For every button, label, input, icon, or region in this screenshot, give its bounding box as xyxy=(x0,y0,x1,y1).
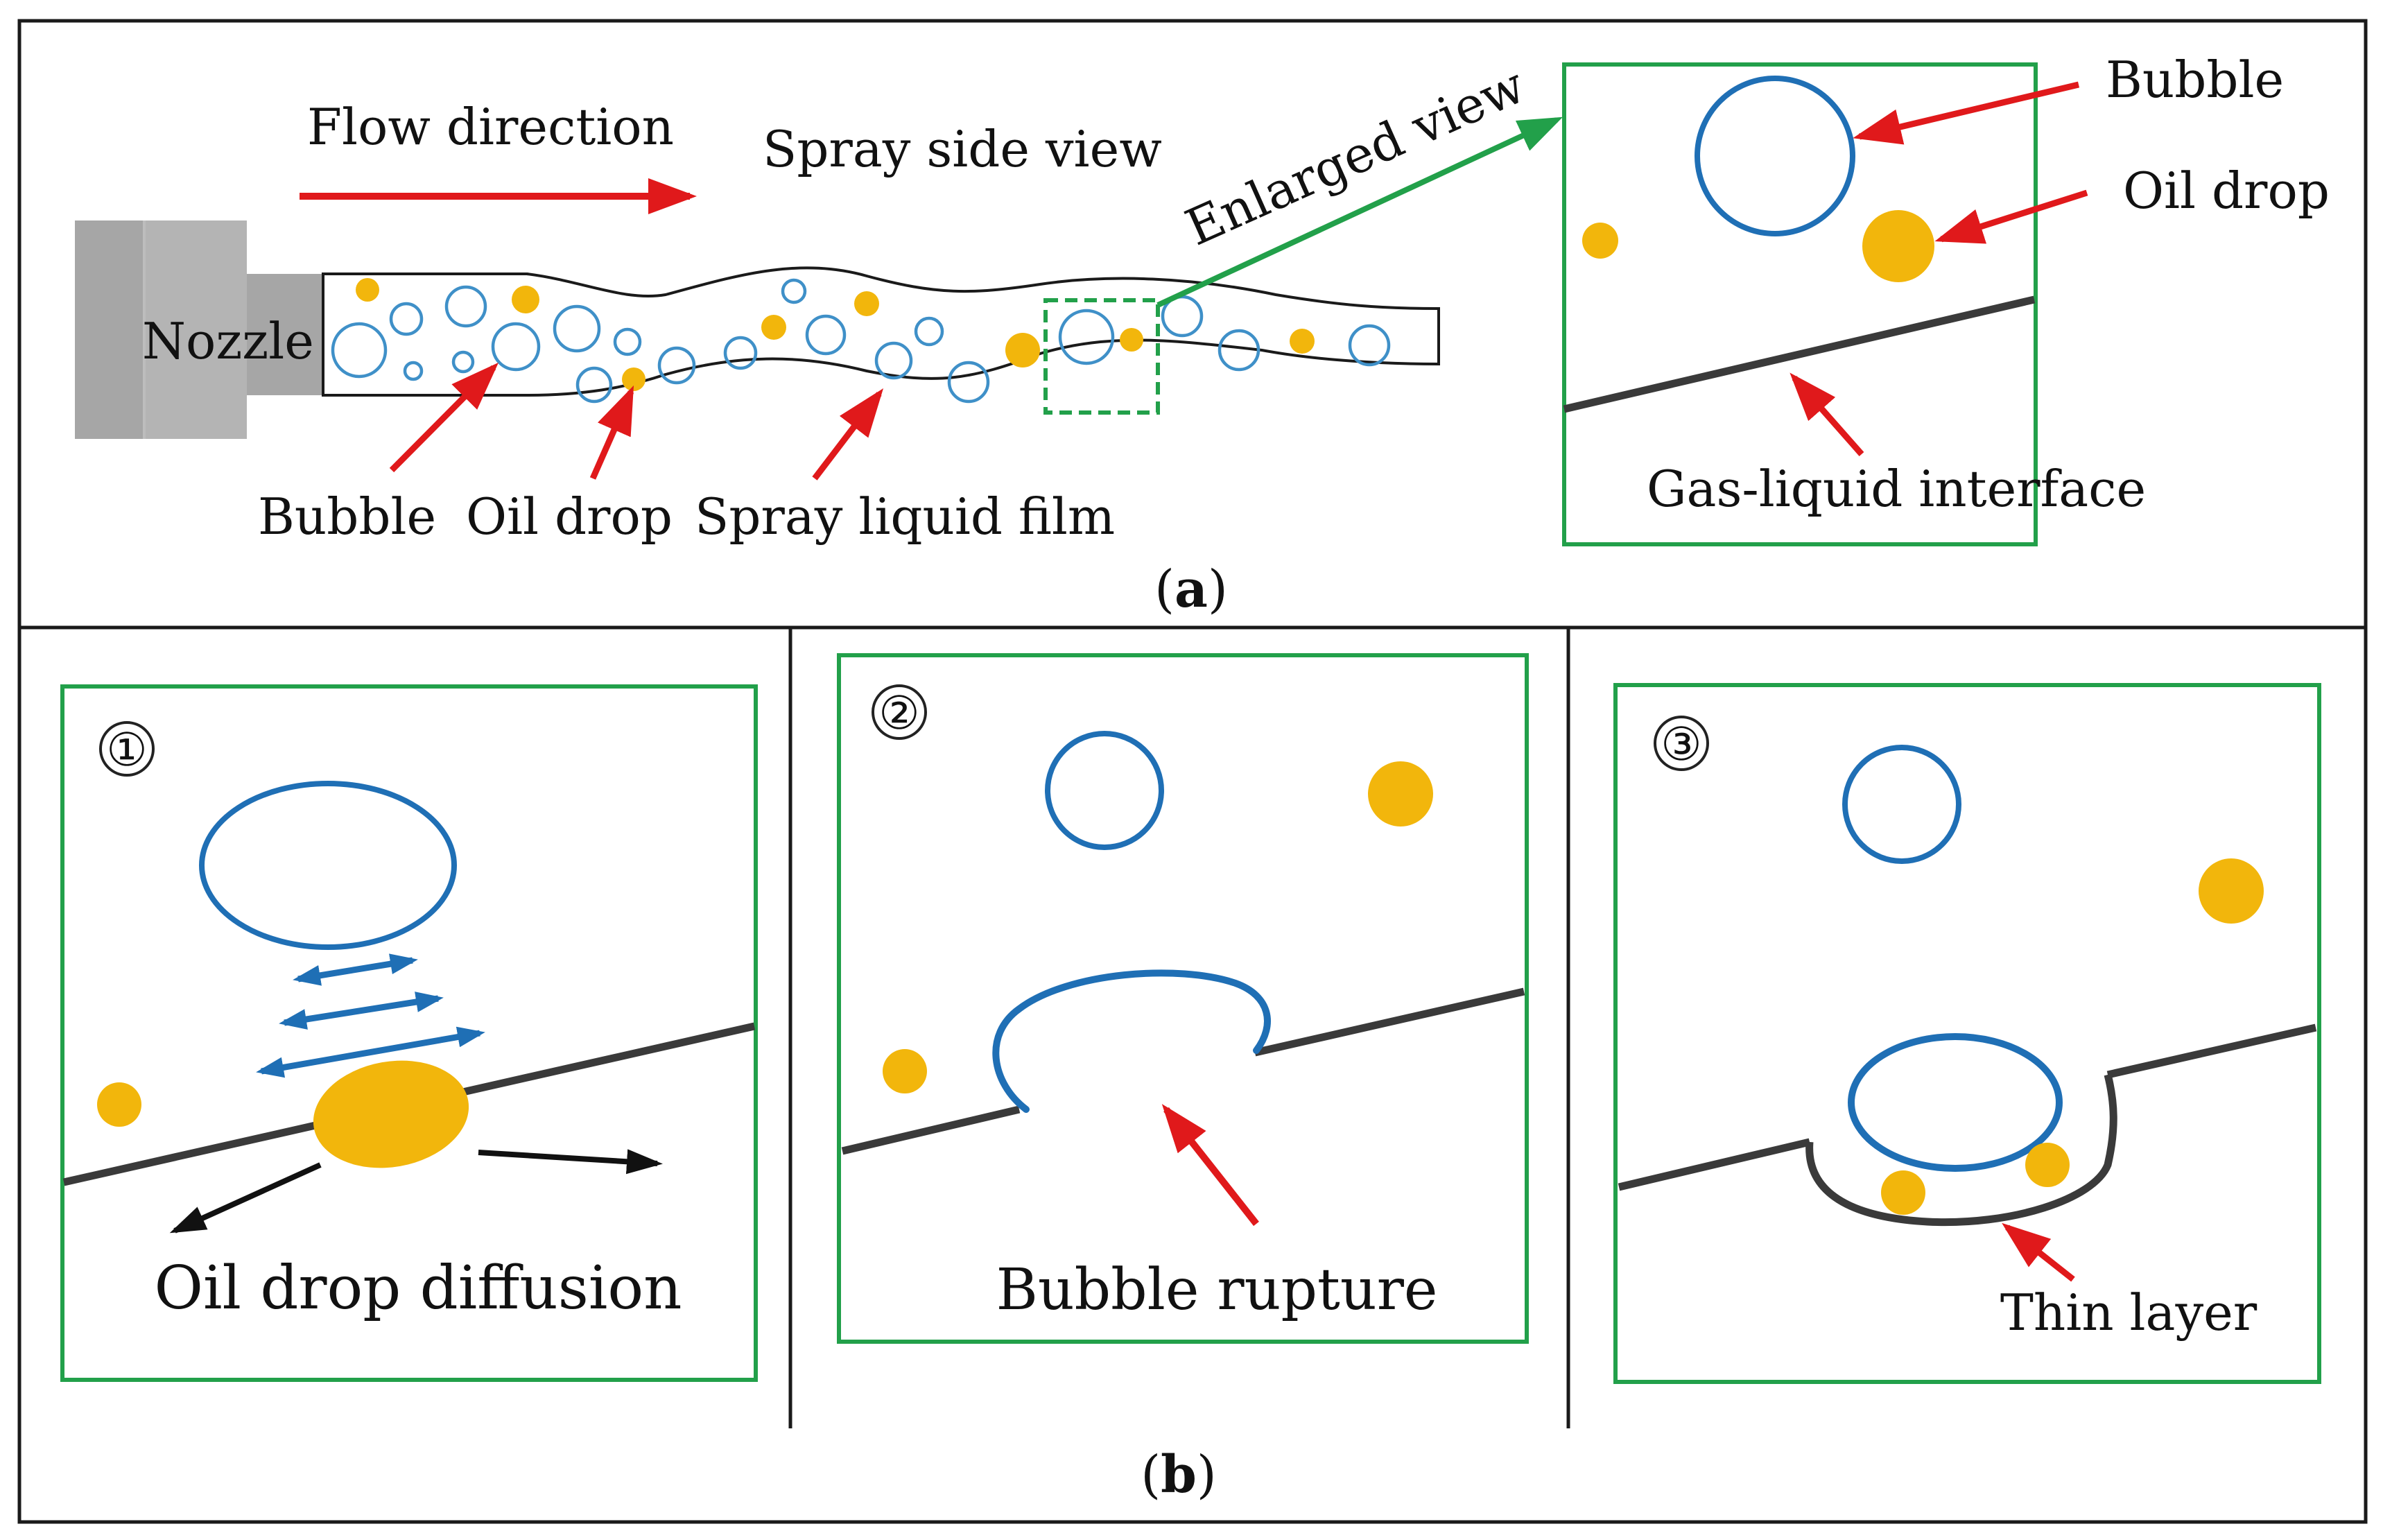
film-bubble xyxy=(914,316,944,347)
spray-liquid-film-label: Spray liquid film xyxy=(695,487,1115,546)
gas-liquid-interface-line xyxy=(1563,295,2036,413)
flow-direction-label: Flow direction xyxy=(307,98,674,156)
film-bubble xyxy=(613,327,642,356)
film-bubble xyxy=(491,322,541,372)
step-3-thin-layer-pointer-arrow xyxy=(2002,1222,2075,1282)
panel-a: Flow direction Spray side view Enlarged … xyxy=(75,51,2330,619)
film-oil-drop xyxy=(761,315,786,340)
panel-b-caption: (b) xyxy=(1141,1445,1217,1505)
film-bubble xyxy=(1218,329,1260,372)
step-1-double-arrows xyxy=(256,953,485,1078)
enlarged-oil-drop-pointer-arrow xyxy=(1934,189,2088,244)
step-2-rupture-pointer-arrow xyxy=(1161,1104,1259,1227)
enlarged-small-oil-drop xyxy=(1582,223,1618,259)
film-bubble xyxy=(444,285,487,328)
step-3-label: Thin layer xyxy=(2000,1283,2258,1342)
outer-frame xyxy=(17,19,2368,1524)
step-2-interface-right xyxy=(1254,987,1525,1057)
step-3-trapped-bubble xyxy=(1848,1033,2063,1172)
film-bubble xyxy=(657,346,696,385)
bubble-label: Bubble xyxy=(258,487,436,546)
step-3-oil-drop-right xyxy=(2025,1143,2070,1187)
nozzle-label: Nozzle xyxy=(142,312,314,370)
enlargement-selection-box xyxy=(1043,298,1160,415)
enlarged-view-border xyxy=(1562,62,2038,546)
panel-b-caption-letter: b xyxy=(1161,1445,1197,1505)
double-arrow xyxy=(256,1026,485,1078)
step-1-diffusion-arrow-right xyxy=(478,1149,663,1175)
step-2-interface-left xyxy=(841,1105,1021,1155)
film-bubble xyxy=(1058,309,1115,365)
oil-drop-label: Oil drop xyxy=(466,487,673,546)
film-bubble xyxy=(403,361,424,381)
step-2-label: Bubble rupture xyxy=(996,1257,1438,1323)
enlarged-oil-drop-label: Oil drop xyxy=(2123,162,2330,220)
enlarged-bubble xyxy=(1695,76,1855,236)
oil-drop-pointer-arrow xyxy=(589,385,634,480)
step-2-border xyxy=(837,653,1529,1344)
film-bubble xyxy=(781,278,807,304)
film-oil-drop xyxy=(356,278,379,302)
enlarged-bubble-pointer-arrow xyxy=(1853,81,2080,145)
film-bubble xyxy=(947,361,990,404)
film-oil-drop xyxy=(512,286,539,313)
step-3-interface-left xyxy=(1618,1138,1811,1191)
spray-liquid-film-pointer-arrow xyxy=(812,388,884,481)
film-bubble xyxy=(723,336,758,370)
step-1-number: ① xyxy=(106,723,147,777)
step-3-number: ③ xyxy=(1661,718,1701,771)
step-2-ruptured-bubble-shell xyxy=(992,969,1271,1113)
step-3-panel: ③ Thin layer xyxy=(1613,683,2321,1384)
film-bubble xyxy=(575,366,613,404)
step-1-number-circle xyxy=(99,721,155,777)
film-bubble xyxy=(553,304,601,353)
bubble-pointer-arrow xyxy=(389,362,499,473)
film-oil-drops xyxy=(356,278,1315,391)
step-2-small-oil-drop xyxy=(883,1049,927,1093)
nozzle xyxy=(75,220,323,439)
step-3-oil-drop xyxy=(2199,858,2264,924)
step-2-number: ② xyxy=(878,686,919,740)
film-bubble xyxy=(1348,324,1391,367)
film-oil-drop xyxy=(1120,328,1143,352)
step-3-bubble xyxy=(1842,745,1961,864)
step-1-small-oil-drop xyxy=(97,1082,141,1127)
film-oil-drop xyxy=(1005,333,1040,367)
enlarged-view xyxy=(1562,62,2088,546)
film-oil-drop xyxy=(622,367,645,391)
double-arrow xyxy=(279,992,444,1030)
film-oil-drop xyxy=(1290,329,1315,354)
film-bubble xyxy=(389,302,424,336)
gas-liquid-interface-label: Gas-liquid interface xyxy=(1647,460,2146,518)
film-bubble xyxy=(331,322,388,379)
figure-frame xyxy=(17,19,2368,1524)
spray-side-view-label: Spray side view xyxy=(763,120,1162,178)
film-bubble xyxy=(805,314,847,356)
step-2-number-circle xyxy=(872,684,927,740)
step-1-bubble xyxy=(199,781,457,950)
step-1-panel: ① Oil drop diffusion xyxy=(60,684,758,1382)
step-2-oil-drop xyxy=(1368,761,1433,827)
enlarged-bubble-label: Bubble xyxy=(2106,51,2284,109)
step-1-label: Oil drop diffusion xyxy=(154,1254,682,1323)
step-1-diffusion-arrow-left xyxy=(169,1162,322,1234)
film-bubble xyxy=(874,341,913,380)
enlargement-arrow xyxy=(1156,116,1563,308)
double-arrow xyxy=(293,953,418,986)
step-3-border xyxy=(1613,683,2321,1384)
step-2-panel: ② Bubble rupture xyxy=(837,653,1529,1344)
interface-pointer-arrow xyxy=(1790,372,1864,456)
step-3-interface-right xyxy=(2106,1023,2317,1079)
panel-a-caption: (a) xyxy=(1154,560,1228,619)
film-oil-drop xyxy=(854,291,879,316)
spray-liquid-film xyxy=(322,266,1440,397)
step-3-oil-drop-left xyxy=(1881,1170,1925,1215)
step-2-bubble xyxy=(1045,731,1164,850)
enlarged-oil-drop xyxy=(1862,210,1934,282)
step-3-number-circle xyxy=(1654,716,1709,771)
panel-a-caption-letter: a xyxy=(1175,560,1208,619)
step-3-thin-layer-cavity xyxy=(1805,1073,2117,1227)
step-1-flattened-oil-drop xyxy=(313,1060,469,1168)
